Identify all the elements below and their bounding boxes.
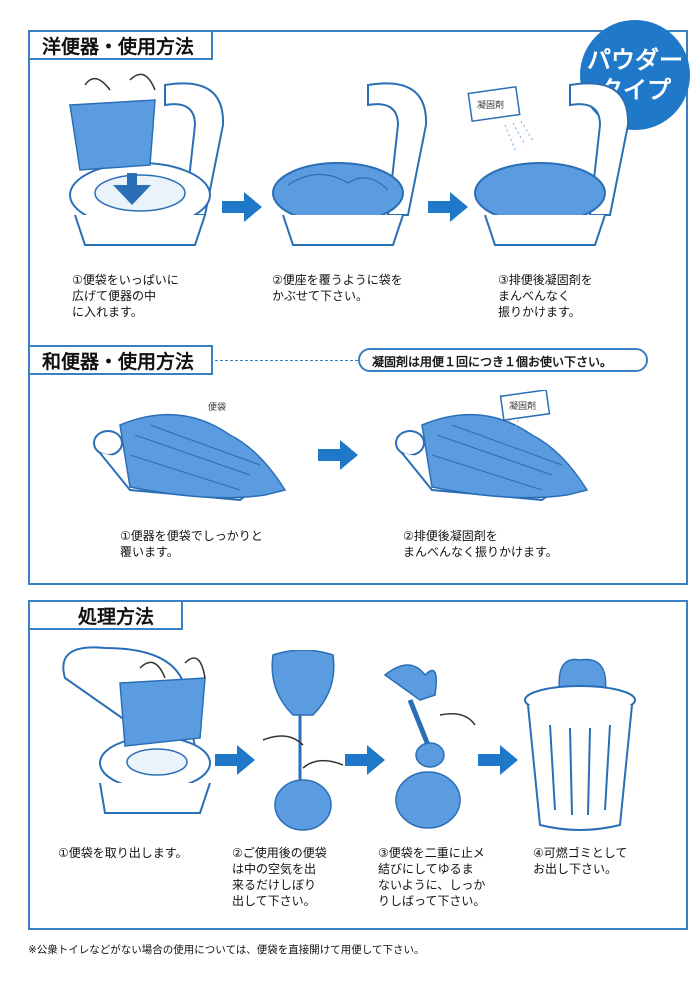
japanese-step1-illustration: 便袋 [93,401,287,502]
coagulant-label: 凝固剤 [509,400,536,412]
disposal-title: 処理方法 [28,600,183,630]
japanese-step2-caption: ②排便後凝固剤をまんべんなく振りかけます。 [403,529,558,559]
right-arrow-icon [215,745,255,775]
right-arrow-icon [318,440,358,470]
disposal-step3-illustration [383,664,476,829]
japanese-usage-title: 和便器・使用方法 [28,345,213,375]
badge-line1: パウダー [587,46,683,74]
disposal-step2-illustration [262,650,344,831]
right-arrow-icon [222,192,262,222]
western-usage-title: 洋便器・使用方法 [28,30,213,60]
down-arrow-icon [113,173,151,205]
disposal-step1-caption: ①便袋を取り出します。 [58,846,188,860]
western-usage-panel [28,30,688,585]
dashed-divider [215,360,358,361]
disposal-step1-illustration [62,646,211,814]
coagulant-packet-icon [499,390,551,421]
coagulant-label: 凝固剤 [477,99,504,111]
coagulant-notice: 凝固剤は用便１回につき１個お使い下さい。 [358,348,648,372]
western-step3-caption: ③排便後凝固剤をまんべんなく振りかけます。 [498,273,593,319]
western-step3-illustration: 凝固剤 [467,82,630,246]
footnote: ※公衆トイレなどがない場合の使用については、便袋を直接開けて用便して下さい。 [28,944,425,956]
japanese-step1-caption: ①便器を便袋でしっかりと覆います。 [120,529,263,559]
trash-can-illustration [524,658,636,831]
disposal-step3-caption: ③便袋を二重に止メ結びにしてゆるまないように、しっかりしばって下さい。 [378,846,486,908]
coagulant-packet-icon [467,85,521,123]
western-step1-caption: ①便袋をいっぱいに広げて便器の中に入れます。 [72,273,179,319]
western-step2-illustration [272,82,428,246]
disposal-step2-caption: ②ご使用後の便袋は中の空気を出来るだけしぼり出して下さい。 [232,846,327,908]
disposal-step4-caption: ④可燃ゴミとしてお出し下さい。 [533,846,628,876]
right-arrow-icon [345,745,385,775]
western-step1-illustration [69,73,225,246]
disposal-panel [28,600,688,930]
right-arrow-icon [428,192,468,222]
western-step2-caption: ②便座を覆うように袋をかぶせて下さい。 [272,273,403,303]
bag-label: 便袋 [208,401,226,413]
japanese-step2-illustration: 凝固剤 [395,390,589,502]
right-arrow-icon [478,745,518,775]
